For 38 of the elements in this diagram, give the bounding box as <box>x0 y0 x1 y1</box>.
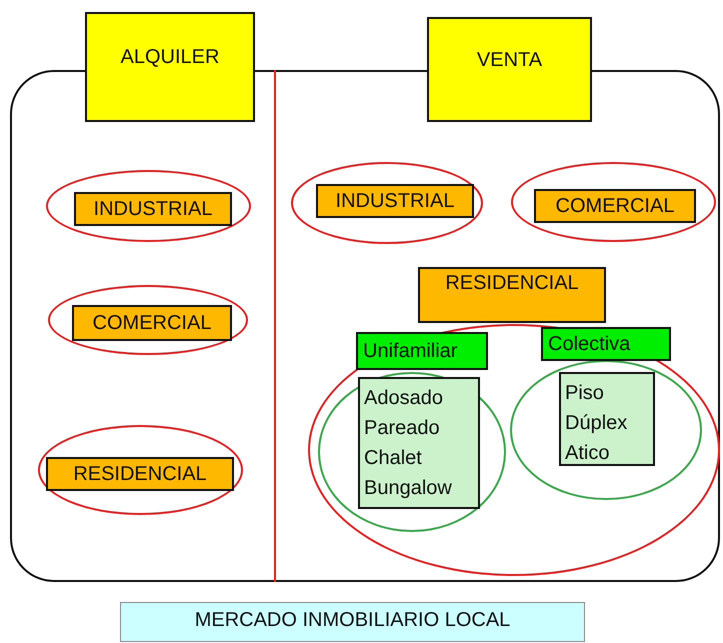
category-box <box>72 305 232 341</box>
category-box <box>74 192 232 226</box>
category-box <box>356 332 488 370</box>
ellipse-outline <box>46 170 251 242</box>
category-box <box>418 267 606 323</box>
category-label: RESIDENCIAL <box>445 271 579 296</box>
ellipse-outline <box>308 324 720 576</box>
category-label: COMERCIAL <box>556 194 674 218</box>
list-item: Bungalow <box>364 476 453 501</box>
category-box <box>46 457 234 491</box>
category-label: COMERCIAL <box>92 311 212 335</box>
category-label: INDUSTRIAL <box>336 189 454 213</box>
ellipse-outline <box>38 425 243 515</box>
category-box <box>541 327 671 361</box>
ellipse-outline <box>291 162 483 244</box>
item-list-box <box>559 372 655 466</box>
list-item: Chalet <box>364 446 423 471</box>
category-box <box>427 17 592 122</box>
ellipse-outline <box>510 360 702 500</box>
ellipse-outline <box>318 372 506 532</box>
category-box <box>316 184 474 218</box>
list-item: Pareado <box>364 416 441 441</box>
market-title: MERCADO INMOBILIARIO LOCAL <box>120 602 585 642</box>
list-item: Atico <box>565 441 610 466</box>
category-box <box>85 12 255 122</box>
item-list-box <box>358 377 480 509</box>
category-label: VENTA <box>476 48 542 72</box>
list-item: Dúplex <box>565 411 628 436</box>
category-label: INDUSTRIAL <box>94 197 212 221</box>
list-item: Adosado <box>364 386 444 411</box>
category-box <box>534 189 696 223</box>
category-label: ALQUILER <box>120 45 220 69</box>
ellipse-outline <box>48 285 248 355</box>
category-label: RESIDENCIAL <box>73 462 207 486</box>
ellipse-outline <box>511 162 716 242</box>
list-item: Piso <box>565 381 605 406</box>
category-label: Unifamiliar <box>363 339 458 363</box>
category-label: Colectiva <box>548 332 630 356</box>
